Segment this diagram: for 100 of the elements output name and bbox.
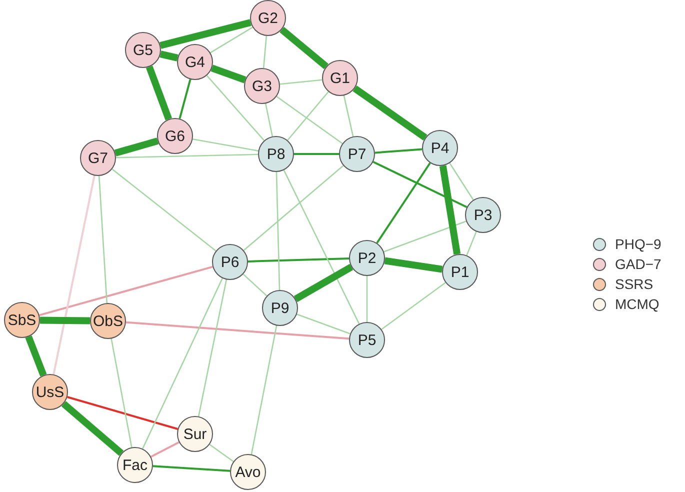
network-edge — [160, 50, 178, 62]
network-edge — [376, 162, 431, 244]
node-circle — [349, 240, 385, 276]
legend-label: PHQ−9 — [615, 236, 662, 252]
node-circle — [157, 118, 193, 154]
node-circle — [4, 302, 40, 338]
node-label: P4 — [430, 140, 450, 156]
legend-label: GAD−7 — [615, 256, 662, 272]
network-edge — [250, 326, 278, 454]
node-label: G7 — [88, 150, 108, 166]
network-edge — [67, 396, 178, 430]
network-edge — [39, 266, 213, 316]
network-edge — [192, 138, 258, 152]
network-edge — [439, 165, 461, 255]
network-edge — [296, 314, 350, 334]
network-edge — [265, 104, 273, 136]
node-circle — [349, 322, 385, 358]
network-edge — [146, 66, 172, 120]
node-circle — [442, 254, 478, 290]
network-edge — [352, 85, 428, 141]
node-circle — [80, 140, 116, 176]
node-circle — [212, 244, 248, 280]
node-label: SbS — [8, 312, 36, 328]
node-circle — [125, 32, 161, 68]
legend-label: MCMQ — [615, 296, 660, 312]
node-label: P7 — [348, 146, 366, 162]
network-edge — [384, 257, 443, 273]
node-label: P3 — [474, 206, 492, 224]
network-edge — [160, 19, 252, 49]
network-edge — [287, 91, 329, 141]
network-edge — [198, 280, 228, 416]
network-edge — [126, 321, 350, 340]
node-label: P5 — [358, 332, 376, 348]
network-edge — [449, 162, 474, 200]
node-circle — [322, 60, 358, 96]
network-edge — [243, 165, 344, 251]
node-label: ObS — [92, 312, 123, 330]
network-edge — [142, 278, 223, 449]
network-edge — [242, 274, 268, 296]
network-edge — [280, 26, 328, 70]
network-edge — [276, 96, 343, 144]
network-edge — [25, 336, 47, 376]
node-circle — [230, 454, 266, 490]
network-edge — [209, 444, 234, 462]
network-edge — [381, 282, 446, 330]
network-edge — [61, 401, 124, 456]
node-label: Sur — [183, 426, 207, 442]
node-circle — [177, 44, 213, 80]
node-label: UsS — [36, 384, 64, 400]
node-circle — [339, 136, 375, 172]
network-edge — [210, 64, 246, 84]
node-label: P9 — [270, 300, 290, 316]
network-edge — [98, 176, 108, 304]
node-circle — [117, 447, 153, 483]
node-label: G3 — [252, 78, 272, 94]
node-circle — [250, 0, 286, 36]
node-circle — [244, 68, 280, 104]
node-label: P8 — [266, 146, 286, 162]
node-circle — [262, 290, 298, 326]
network-edge — [114, 138, 159, 156]
node-label: Avo — [235, 464, 261, 480]
node-label: G1 — [330, 70, 350, 86]
network-edge — [210, 26, 253, 54]
network-edge — [206, 75, 265, 141]
network-edge — [178, 79, 192, 119]
network-edge — [294, 153, 339, 155]
node-circle — [465, 197, 501, 233]
network-edge — [343, 95, 354, 137]
node-label: G2 — [258, 10, 278, 26]
network-edge — [52, 175, 96, 375]
node-label: G5 — [132, 42, 153, 58]
node-circle — [177, 416, 213, 452]
network-edge — [294, 264, 354, 302]
network-edge — [372, 160, 468, 208]
node-label: P1 — [450, 264, 470, 280]
network-edge — [466, 231, 477, 256]
node-circle — [32, 374, 68, 410]
node-circle — [90, 303, 126, 339]
network-edge — [150, 441, 180, 458]
network-edge — [384, 220, 466, 252]
network-edge — [116, 154, 258, 158]
node-label: Fac — [122, 456, 148, 474]
network-edge — [280, 79, 322, 85]
network-edge — [374, 148, 422, 154]
legend-label: SSRS — [615, 276, 654, 292]
network-edge — [152, 465, 230, 472]
network-edge — [40, 316, 90, 324]
node-circle — [422, 130, 458, 166]
network-edge — [283, 170, 360, 324]
node-label: P2 — [358, 250, 376, 266]
network-edge — [276, 172, 280, 290]
node-circle — [258, 136, 294, 172]
network-edge — [248, 258, 350, 262]
network-edge — [262, 36, 268, 68]
node-label: P6 — [220, 254, 240, 270]
network-edge — [112, 168, 216, 252]
network-edge — [110, 338, 132, 448]
node-label: G6 — [164, 128, 185, 144]
node-label: G4 — [184, 54, 205, 70]
network-edge — [366, 276, 368, 322]
